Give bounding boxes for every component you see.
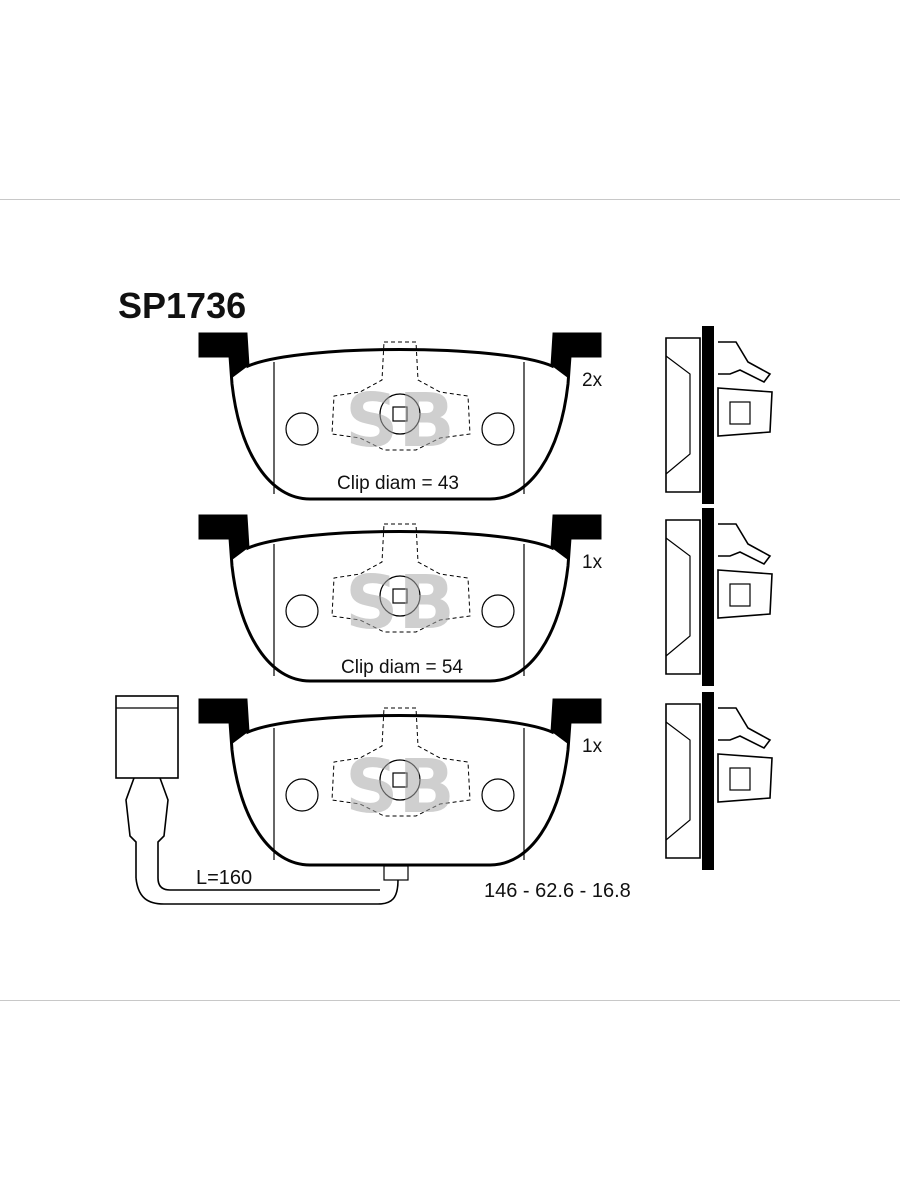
sensor-cable (135, 877, 399, 905)
pad-2: SB 1x Clip diam = 54 (198, 507, 773, 687)
pad-1-clip-label: Clip diam = 43 (337, 473, 459, 494)
pad-2-clip-label: Clip diam = 54 (341, 657, 463, 678)
dimensions-label: 146 - 62.6 - 16.8 (484, 880, 631, 902)
watermark-logo: SB (345, 378, 455, 464)
part-code: SP1736 (118, 285, 246, 326)
bottom-divider (0, 1000, 900, 1001)
watermark-logo: SB (345, 744, 455, 830)
pad-2-quantity: 1x (582, 552, 603, 573)
sensor-connector (115, 695, 179, 779)
pad-1-quantity: 2x (582, 370, 603, 391)
top-divider (0, 199, 900, 200)
cable-length-label: L=160 (196, 867, 252, 889)
watermark-logo: SB (345, 560, 455, 646)
pad-1-side-view (665, 325, 773, 505)
pad-3-quantity: 1x (582, 736, 603, 757)
pad-1: SB 2x Clip diam = 43 (198, 325, 773, 505)
pad-3-side-view (665, 691, 773, 871)
wear-sensor: L=160 (115, 695, 409, 905)
sensor-tip (383, 865, 409, 881)
pad-3: SB 1x (198, 691, 773, 871)
pad-2-side-view (665, 507, 773, 687)
